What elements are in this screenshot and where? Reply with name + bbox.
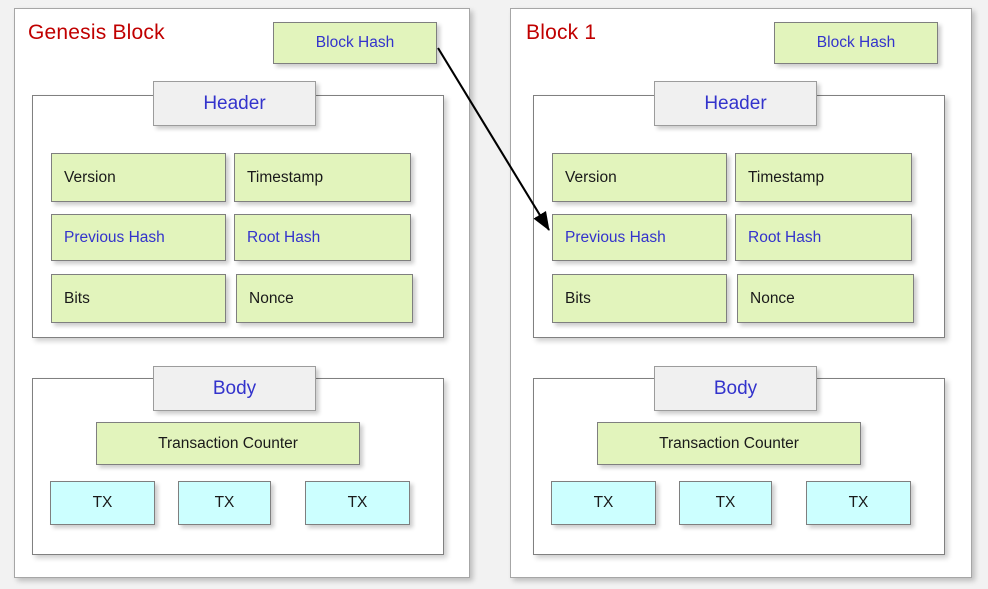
header-label-genesis: Header xyxy=(153,81,316,126)
header-field-root-hash-block1[interactable]: Root Hash xyxy=(735,214,912,261)
body-label-genesis: Body xyxy=(153,366,316,411)
header-field-nonce-block1[interactable]: Nonce xyxy=(737,274,914,323)
header-field-bits-block1[interactable]: Bits xyxy=(552,274,727,323)
block-title-block1: Block 1 xyxy=(526,21,597,44)
transaction-box-genesis[interactable]: TX xyxy=(50,481,155,525)
header-field-bits-genesis[interactable]: Bits xyxy=(51,274,226,323)
header-field-nonce-genesis[interactable]: Nonce xyxy=(236,274,413,323)
header-field-version-block1[interactable]: Version xyxy=(552,153,727,202)
block-title-genesis: Genesis Block xyxy=(28,21,165,44)
transaction-box-genesis[interactable]: TX xyxy=(305,481,410,525)
header-field-timestamp-genesis[interactable]: Timestamp xyxy=(234,153,411,202)
header-field-previous-hash-block1[interactable]: Previous Hash xyxy=(552,214,727,261)
transaction-counter-box-block1[interactable]: Transaction Counter xyxy=(597,422,861,465)
transaction-box-block1[interactable]: TX xyxy=(806,481,911,525)
block-hash-box-block1[interactable]: Block Hash xyxy=(774,22,938,64)
body-label-block1: Body xyxy=(654,366,817,411)
header-field-root-hash-genesis[interactable]: Root Hash xyxy=(234,214,411,261)
header-field-previous-hash-genesis[interactable]: Previous Hash xyxy=(51,214,226,261)
transaction-box-genesis[interactable]: TX xyxy=(178,481,271,525)
header-field-version-genesis[interactable]: Version xyxy=(51,153,226,202)
transaction-box-block1[interactable]: TX xyxy=(679,481,772,525)
header-label-block1: Header xyxy=(654,81,817,126)
transaction-counter-box-genesis[interactable]: Transaction Counter xyxy=(96,422,360,465)
header-field-timestamp-block1[interactable]: Timestamp xyxy=(735,153,912,202)
transaction-box-block1[interactable]: TX xyxy=(551,481,656,525)
block-hash-box-genesis[interactable]: Block Hash xyxy=(273,22,437,64)
